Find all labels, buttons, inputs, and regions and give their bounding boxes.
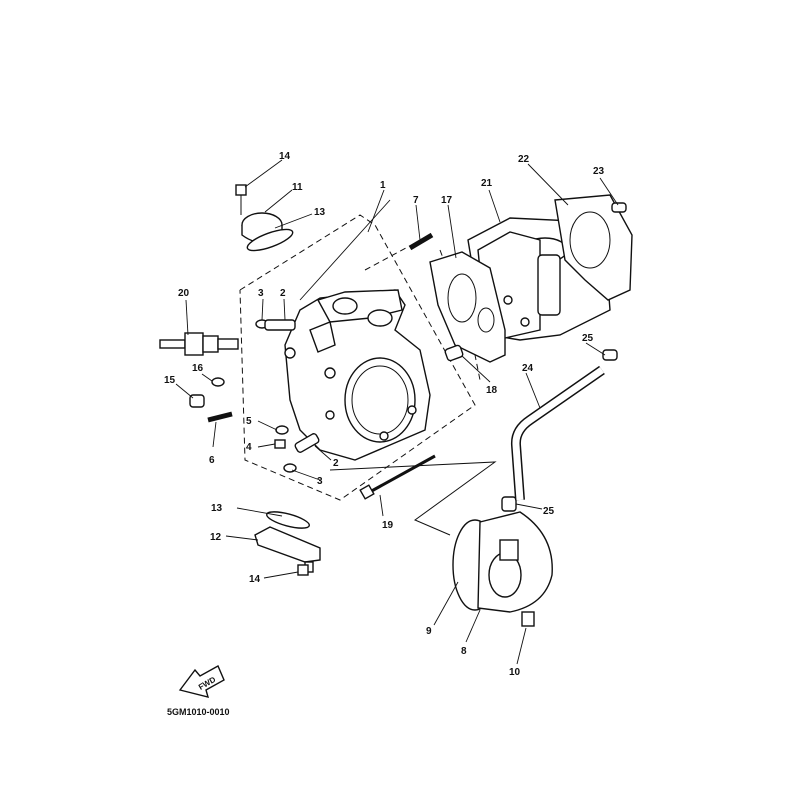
callout-5: 5 xyxy=(246,416,252,427)
callout-18: 18 xyxy=(486,385,498,396)
cylinder-head-body xyxy=(284,289,431,461)
callout-22: 22 xyxy=(518,154,530,165)
bolt-19 xyxy=(359,454,436,500)
callout-24: 24 xyxy=(522,363,534,374)
callout-25-bottom: 25 xyxy=(543,506,555,517)
thermostat-cover-11 xyxy=(235,184,294,252)
plug-15 xyxy=(189,394,205,408)
callout-4: 4 xyxy=(246,442,252,453)
callout-23: 23 xyxy=(593,166,605,177)
nipple-2-bottom xyxy=(294,433,320,453)
callout-8: 8 xyxy=(461,646,467,657)
callout-7: 7 xyxy=(413,195,419,206)
head-gasket xyxy=(429,251,506,363)
nipple-2-top xyxy=(264,319,296,331)
dowel-pin-18 xyxy=(444,344,464,362)
callout-1: 1 xyxy=(380,180,386,191)
fwd-arrow-icon: FWD xyxy=(178,665,225,698)
hose-clamp-25-top xyxy=(602,349,618,361)
callout-15: 15 xyxy=(164,375,176,386)
stud-bolt-7 xyxy=(408,232,434,251)
water-cover-12 xyxy=(254,511,321,573)
callout-3-bottom: 3 xyxy=(317,476,323,487)
diagram-code: 5GM1010-0010 xyxy=(167,707,230,717)
part-callouts: 14 11 13 1 7 17 21 22 23 20 3 2 25 16 15… xyxy=(164,151,605,678)
callout-6: 6 xyxy=(209,455,215,466)
callout-20: 20 xyxy=(178,288,190,299)
callout-13-bottom: 13 xyxy=(211,503,223,514)
stud-bolt-6 xyxy=(207,411,233,423)
water-hose-24 xyxy=(510,365,605,501)
dowel-pin-23 xyxy=(611,202,627,213)
exhaust-cover-8 xyxy=(452,511,553,627)
washer-16 xyxy=(211,377,225,387)
callout-2-top: 2 xyxy=(280,288,286,299)
bolt-4 xyxy=(274,439,286,449)
callout-2-bottom: 2 xyxy=(333,458,339,469)
cylinder-gasket xyxy=(554,194,633,301)
hose-clamp-25-bottom xyxy=(501,496,517,512)
callout-14-bottom: 14 xyxy=(249,574,261,585)
bolt-14-bottom xyxy=(297,564,309,576)
callout-11: 11 xyxy=(292,182,303,193)
callout-12: 12 xyxy=(210,532,222,543)
callout-25-top: 25 xyxy=(582,333,594,344)
leader-lines xyxy=(175,159,619,665)
callout-3-top: 3 xyxy=(258,288,264,299)
callout-19: 19 xyxy=(382,520,394,531)
spark-plug-20 xyxy=(159,332,239,356)
callout-21: 21 xyxy=(481,178,493,189)
callout-17: 17 xyxy=(441,195,453,206)
callout-9: 9 xyxy=(426,626,432,637)
callout-10: 10 xyxy=(509,667,521,678)
callout-13-top: 13 xyxy=(314,207,326,218)
callout-14-top: 14 xyxy=(279,151,291,162)
callout-16: 16 xyxy=(192,363,204,374)
washer-5 xyxy=(275,425,289,435)
